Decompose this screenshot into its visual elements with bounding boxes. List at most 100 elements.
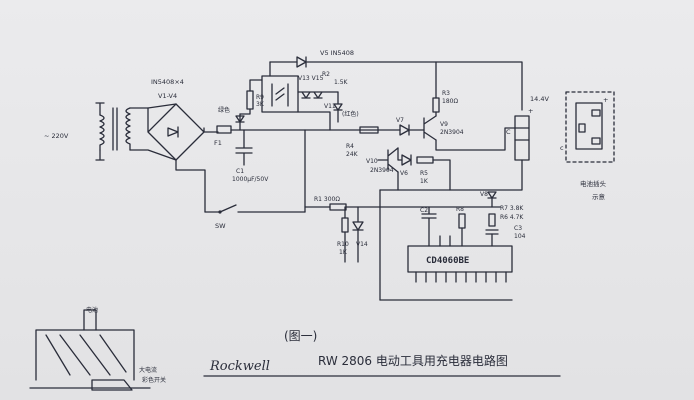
plug-caption: 电池插头 xyxy=(580,179,607,188)
r9-label: R9 xyxy=(256,94,264,101)
battery-note: 电池 xyxy=(86,306,98,314)
plug-plus-label: + xyxy=(603,96,608,104)
relay-contacts xyxy=(271,83,289,107)
v10-label: V10 xyxy=(366,158,378,165)
r9-wiring xyxy=(239,79,263,115)
c1-label: C1 xyxy=(236,168,244,175)
ic-pins xyxy=(415,271,507,283)
ac-lead-bottom xyxy=(95,149,105,161)
r5-label: R5 xyxy=(420,170,428,177)
ic-supply-rail xyxy=(379,189,501,301)
plug-body xyxy=(575,102,603,150)
part-note-2: 彩色开关 xyxy=(142,376,166,384)
v10-v6-wiring xyxy=(397,147,451,191)
part-note-1: 大电流 xyxy=(139,366,157,374)
c1-value: 1000μF/50V xyxy=(232,176,269,183)
transistor-v9 xyxy=(423,115,437,141)
v5-rail xyxy=(269,61,523,111)
battery-plus: + xyxy=(528,107,533,115)
resistor-r9 xyxy=(246,90,254,110)
v5-label: V5 IN5408 xyxy=(320,49,354,57)
r2-value: 1.5K xyxy=(334,79,349,86)
secondary-wires xyxy=(129,103,177,161)
green-led-label: 绿色 xyxy=(218,106,230,114)
v9-label: V9 xyxy=(440,121,448,128)
v8-label: V8 xyxy=(480,191,488,198)
c2-label: C2 xyxy=(420,207,428,214)
transformer-core xyxy=(112,107,118,151)
resistor-r5 xyxy=(416,156,434,164)
zener-v14 xyxy=(352,206,364,263)
battery-sketch xyxy=(29,329,151,389)
bridge-part-label: IN5408×4 xyxy=(151,78,184,86)
capacitor-c2 xyxy=(421,206,437,247)
switch-label: SW xyxy=(215,222,226,230)
ac-input-label: ~ 220V xyxy=(44,132,69,140)
battery-c-label: C xyxy=(506,128,511,136)
r10-label: R10 xyxy=(337,241,349,248)
r10-value: 1K xyxy=(339,249,348,256)
bridge-ref-label: V1-V4 xyxy=(158,92,177,100)
v6-label: V6 xyxy=(400,170,408,177)
r6-label: R6 4.7K xyxy=(500,214,524,221)
capacitor-c1 xyxy=(235,129,253,166)
red-led-label: (红色) xyxy=(342,110,359,118)
bridge-rectifier xyxy=(147,103,205,161)
diode-v8 xyxy=(487,191,497,208)
plug-pin-c xyxy=(578,123,586,133)
r5-value: 1K xyxy=(420,178,429,185)
r4-label: R4 xyxy=(346,143,354,150)
relay-diodes xyxy=(297,91,339,131)
diode-v6 xyxy=(401,154,412,166)
ic-label: CD4060BE xyxy=(426,256,469,266)
plug-caption2: 示意 xyxy=(592,192,606,201)
battery-contacts xyxy=(83,309,97,331)
switch-sw xyxy=(204,204,306,213)
plug-c-label: c xyxy=(560,144,564,152)
bridge-dc-out xyxy=(175,131,219,213)
transformer-secondary xyxy=(125,107,131,151)
r2-label: R2 xyxy=(322,71,330,78)
figure-caption: (图一) xyxy=(284,329,317,343)
resistor-r3 xyxy=(432,97,440,113)
v13-v15-label: V13 V15 xyxy=(298,75,324,82)
diode-v5 xyxy=(296,56,307,68)
resistor-r8 xyxy=(458,213,466,229)
fuse-f1 xyxy=(216,125,232,134)
v9-to-battery xyxy=(435,127,516,151)
v9-part: 2N3904 xyxy=(440,129,464,136)
transistor-v10 xyxy=(377,147,399,173)
resistor-r10 xyxy=(341,217,349,233)
v7-label: V7 xyxy=(396,117,404,124)
resistor-r7 xyxy=(488,213,496,227)
relay-block xyxy=(261,75,299,113)
r8-label: R8 xyxy=(456,206,464,213)
bridge-diode-symbol xyxy=(167,126,179,138)
ic-cd4060be xyxy=(407,245,513,273)
c3-label: C3 xyxy=(514,225,522,232)
battery-voltage: 14.4V xyxy=(530,95,549,103)
resistor-r4 xyxy=(359,126,379,134)
ic-pin-wiring xyxy=(439,227,493,247)
plug-pin-positive xyxy=(591,109,601,117)
r1-label: R1 300Ω xyxy=(314,196,340,203)
red-led-v11 xyxy=(333,91,343,123)
green-led xyxy=(235,113,245,131)
plug-pin-negative xyxy=(591,137,601,145)
r9-value: 3K xyxy=(256,101,265,108)
brand-label: Rockwell xyxy=(209,359,270,374)
c3-value: 104 xyxy=(514,233,526,240)
v11-label: V11 xyxy=(324,103,336,110)
diagram-title: RW 2806 电动工具用充电器电路图 xyxy=(318,353,508,368)
resistor-r1 xyxy=(329,203,347,211)
plug-inset-frame xyxy=(565,91,615,163)
diode-v7 xyxy=(399,124,425,136)
r7-label: R7 3.8K xyxy=(500,205,524,212)
switch-pivot xyxy=(218,210,222,214)
battery-cells xyxy=(379,127,530,191)
battery-pack xyxy=(514,115,530,161)
r3-value: 180Ω xyxy=(442,98,458,105)
transformer-primary xyxy=(99,114,105,151)
